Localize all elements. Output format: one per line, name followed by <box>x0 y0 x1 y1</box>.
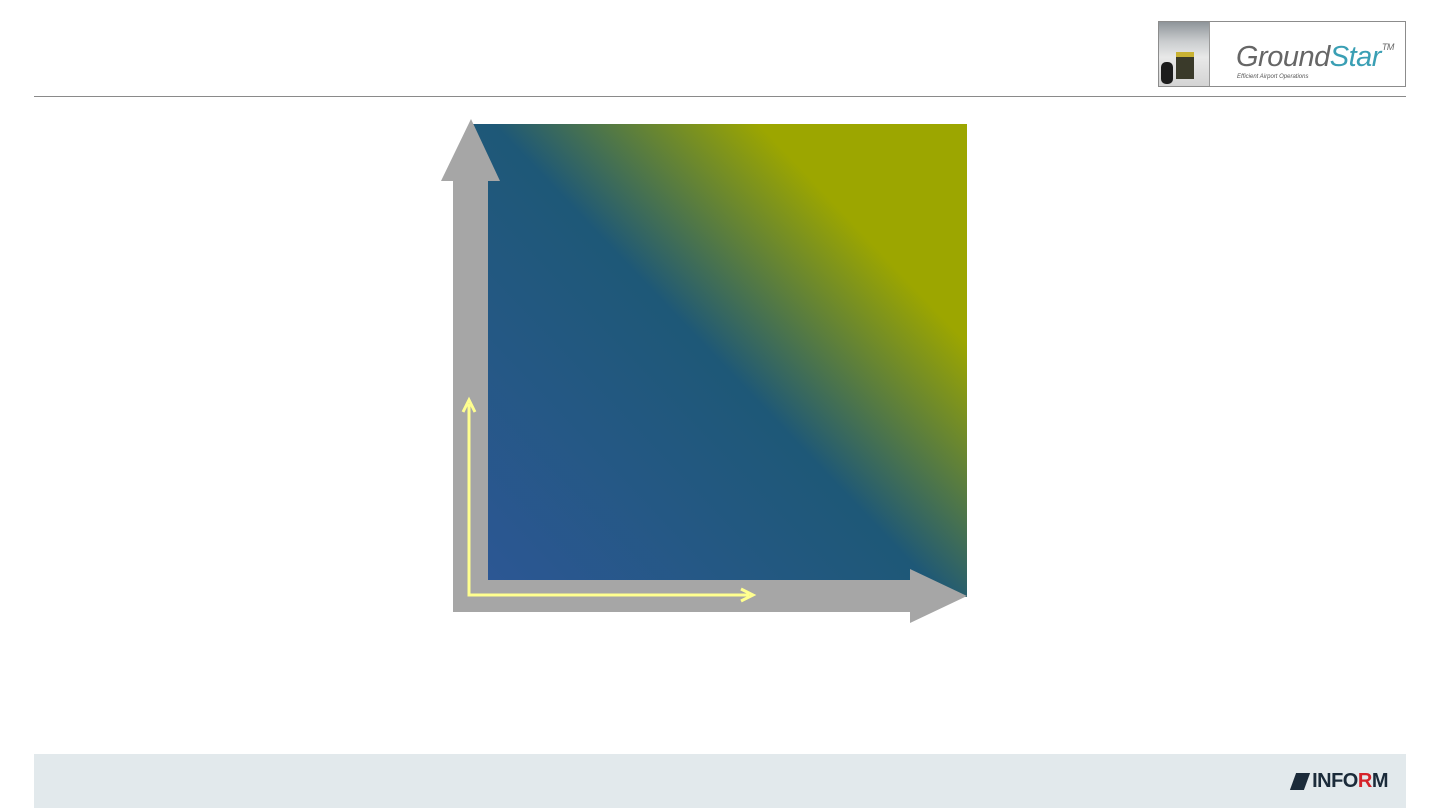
inform-wordmark: INFORM <box>1312 770 1388 792</box>
aircraft-wheel-graphic <box>1161 62 1173 84</box>
inner-x-arrowhead <box>740 587 757 603</box>
y-axis-arrow <box>441 119 500 612</box>
logo-name-part2: Star <box>1329 41 1382 73</box>
gradient-square <box>470 124 967 597</box>
logo-name: GroundStarTM <box>1236 30 1405 74</box>
logo-tagline: Efficient Airport Operations <box>1237 74 1309 80</box>
trademark-symbol: TM <box>1381 42 1395 52</box>
inform-wordmark-part3: M <box>1371 770 1389 792</box>
inform-slash-mark <box>1290 772 1311 790</box>
inner-y-arrowhead <box>461 396 477 413</box>
inform-wordmark-part1: INFO <box>1312 770 1358 792</box>
inner-axes-line <box>467 404 749 597</box>
ground-vehicle-graphic <box>1176 52 1194 79</box>
groundstar-logo: GroundStarTM Efficient Airport Operation… <box>1158 21 1406 87</box>
footer-band: INFORM <box>34 754 1406 808</box>
inform-wordmark-accent: R <box>1357 770 1372 792</box>
logo-photo <box>1159 22 1210 86</box>
logo-name-part1: Ground <box>1236 41 1330 73</box>
inform-logo: INFORM <box>1290 770 1389 792</box>
logo-text: GroundStarTM Efficient Airport Operation… <box>1210 22 1405 86</box>
header-divider <box>34 96 1406 97</box>
